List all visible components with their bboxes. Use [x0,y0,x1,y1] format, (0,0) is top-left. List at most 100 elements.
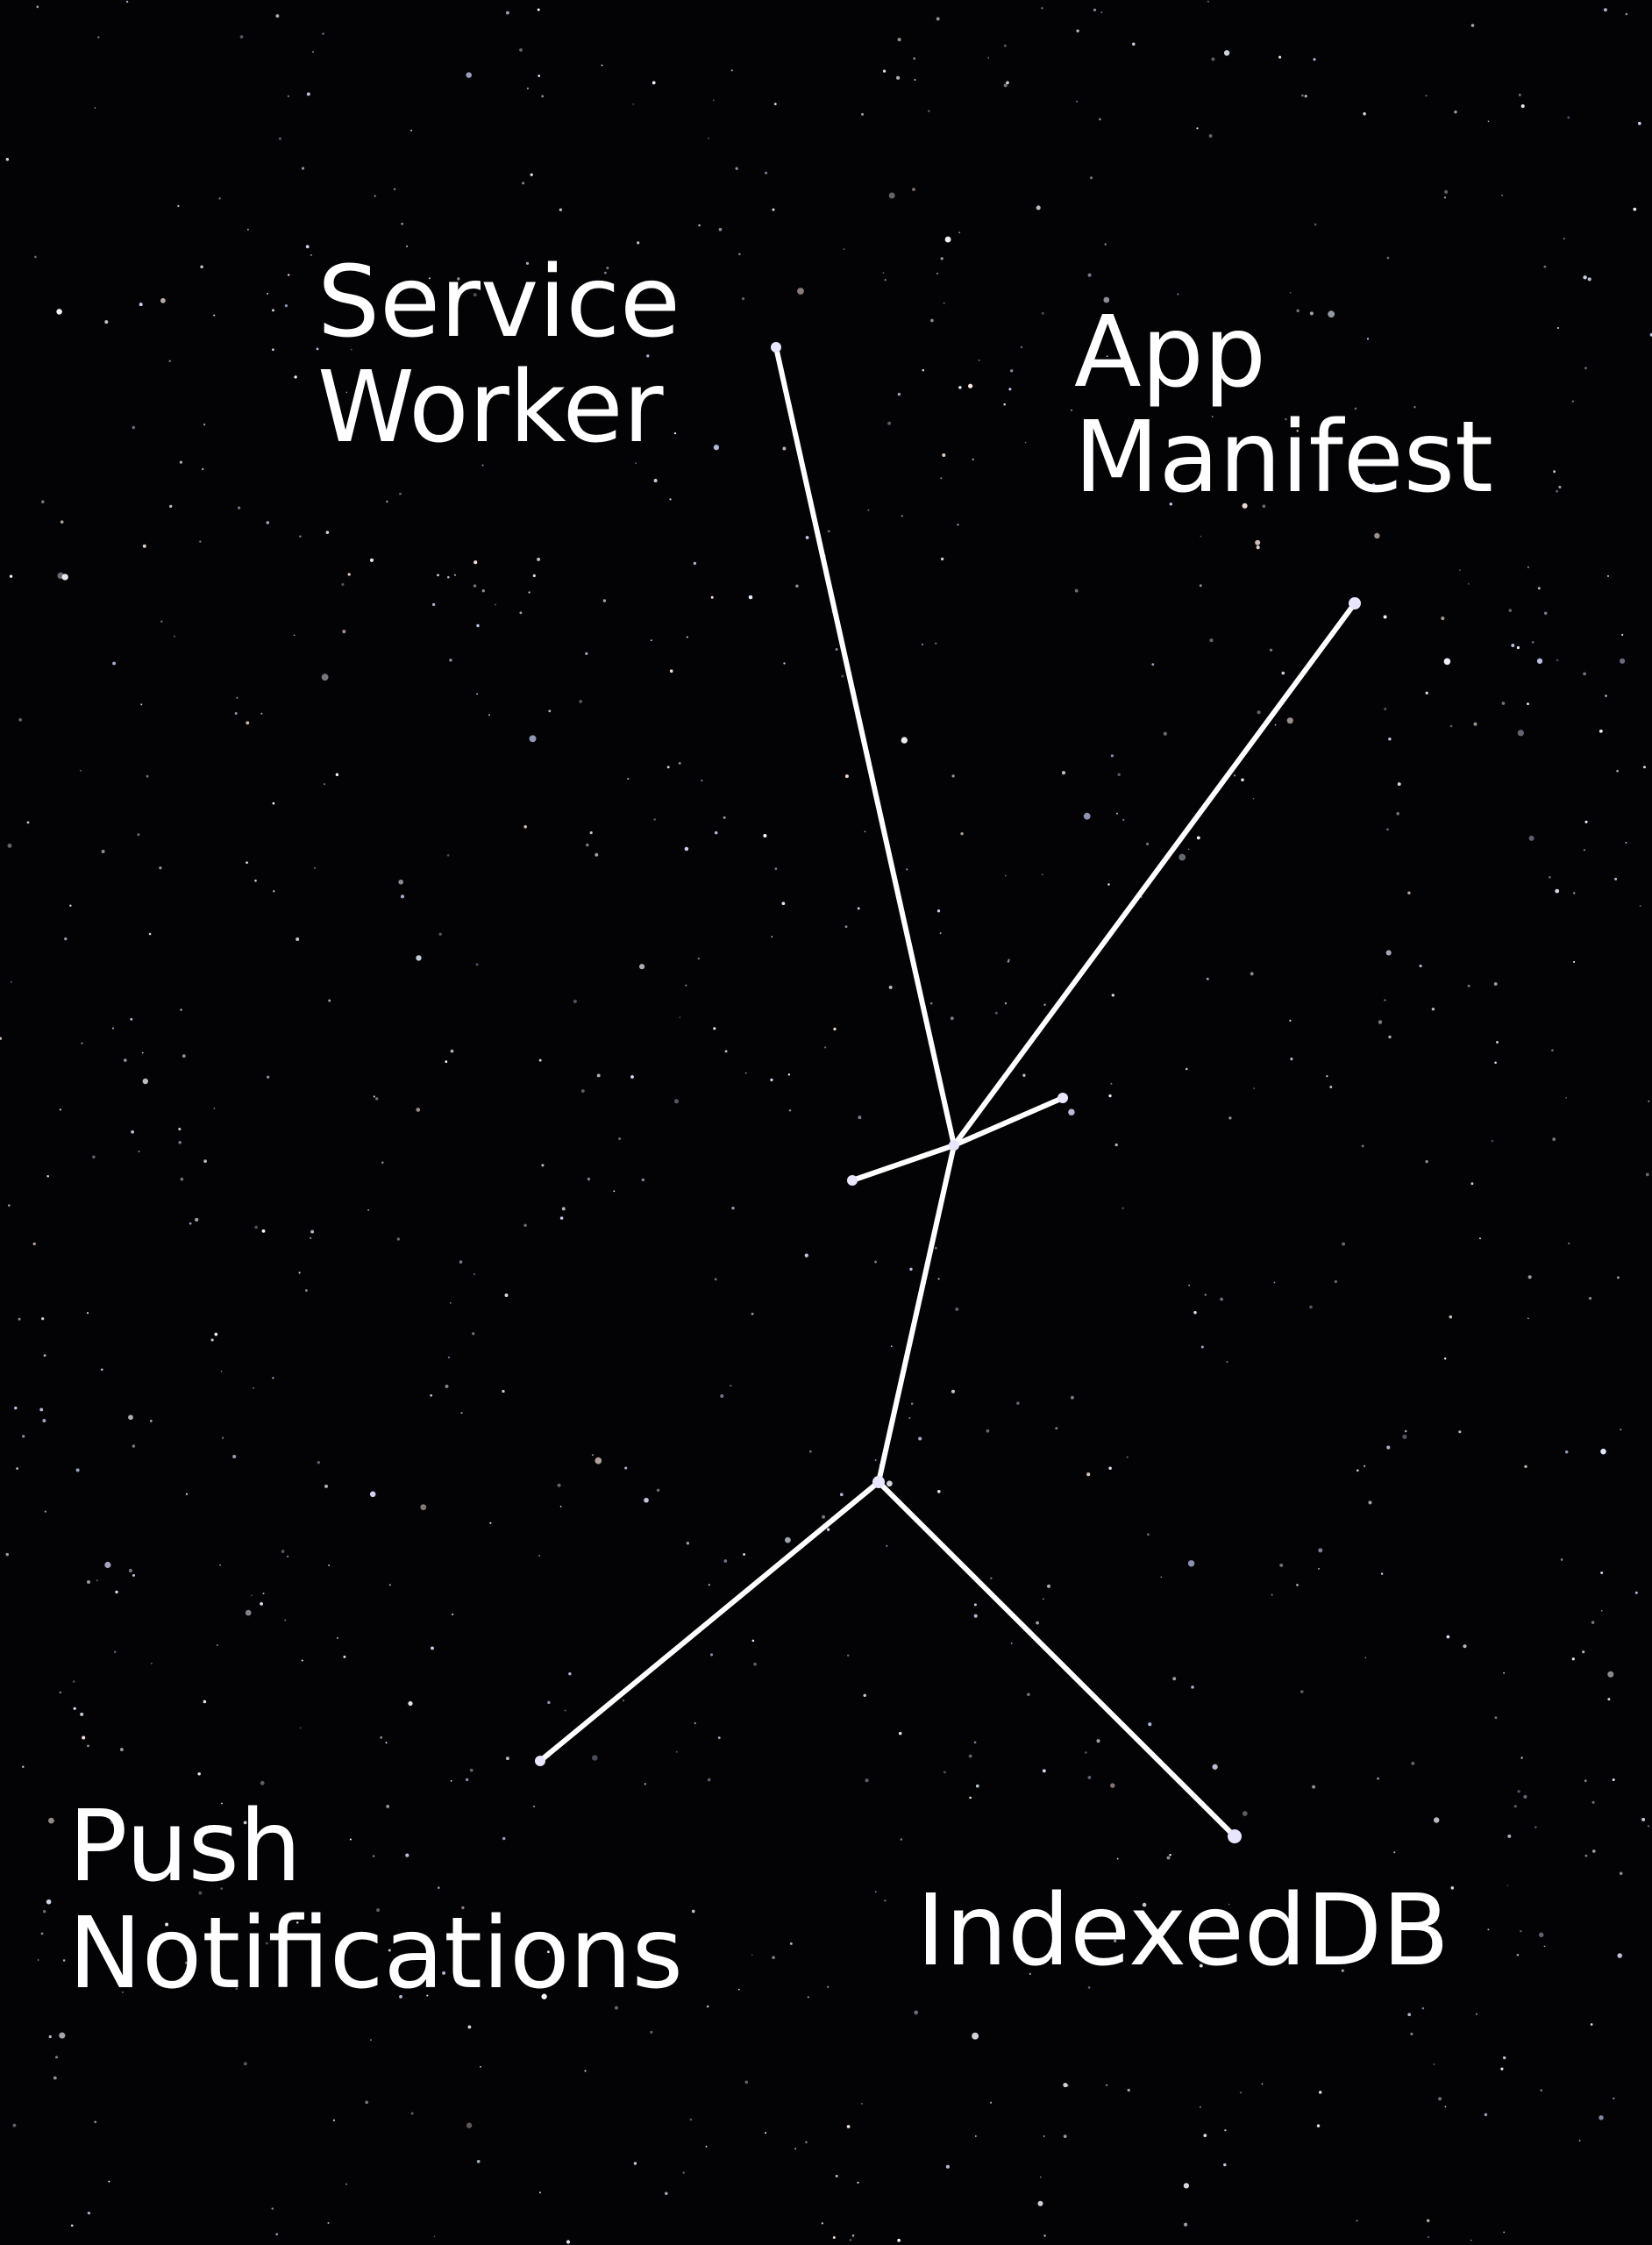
background-star [22,1765,25,1768]
background-star [372,1855,375,1857]
background-star [1384,999,1386,1001]
background-star [262,1593,265,1595]
background-star [753,1662,757,1666]
background-star [890,1345,893,1347]
background-star [327,2221,330,2224]
background-star [717,1736,721,1739]
background-star [744,1072,747,1074]
background-star [1571,400,1575,403]
background-star [1479,1237,1481,1240]
background-star [1022,1073,1026,1077]
background-star [1196,127,1199,130]
background-star [537,8,540,11]
background-star [863,1693,866,1697]
background-star [1046,1584,1051,1588]
background-star [1491,1139,1494,1143]
background-star [1511,644,1515,647]
background-star [1643,766,1646,769]
background-star [1572,892,1576,894]
background-star [294,375,297,379]
background-star [723,816,726,819]
background-star [1407,891,1411,894]
background-star [342,630,346,634]
background-star [1407,2013,1412,2017]
background-star [1211,57,1215,61]
background-star [1281,671,1285,675]
background-star [1004,44,1007,47]
background-star [1540,2089,1542,2092]
background-star [481,589,485,593]
background-star [606,267,609,270]
background-star [41,1317,45,1321]
background-star [254,1225,258,1229]
background-star [1110,1082,1113,1085]
background-star [1356,2220,1358,2222]
background-star [773,103,777,105]
background-star [1106,2084,1108,2086]
background-star [1029,1972,1031,1976]
line-crossbar-left [850,1143,957,1183]
background-star [299,535,302,538]
background-star [650,2030,653,2034]
background-star [79,769,82,772]
background-star [305,245,310,249]
background-star [644,1497,649,1503]
background-star [369,2039,372,2042]
background-star [587,1177,591,1181]
background-star [59,2032,66,2039]
background-star [713,445,720,451]
background-star [375,1097,379,1101]
background-star [1441,616,1445,621]
background-star [1242,1811,1248,1816]
background-star [374,195,376,197]
background-star [1262,504,1266,509]
background-star [738,253,741,255]
background-star [1364,1465,1366,1467]
background-star [596,1073,601,1078]
background-star [1449,1315,1453,1319]
background-star [835,648,838,651]
background-star [46,1175,49,1178]
background-star [1020,346,1023,349]
background-star [1203,2134,1207,2137]
background-star [523,1223,527,1227]
background-star [39,1408,44,1412]
background-star [782,446,787,451]
background-star [260,1780,265,1785]
background-star [343,1655,346,1658]
background-star [639,964,645,970]
background-star [1383,615,1387,619]
background-star [449,659,452,662]
background-star [698,224,701,227]
background-star [864,830,866,833]
background-star [369,558,374,562]
background-star [914,2010,919,2015]
background-star [1536,658,1543,664]
background-star [393,188,396,190]
background-star [87,1744,89,1748]
background-star [1458,1430,1462,1434]
background-star [1269,648,1273,652]
background-star [1085,1751,1087,1754]
background-star [1146,842,1150,846]
background-star [1573,960,1576,963]
background-star [1425,94,1428,97]
background-star [243,2062,247,2066]
background-star [772,208,775,211]
background-star [1309,1305,1313,1309]
background-star [1043,1003,1046,1006]
background-star [972,2032,979,2040]
background-star [1239,2091,1243,2094]
background-star [1223,2163,1227,2167]
background-star [650,639,652,642]
background-star [75,1468,80,1472]
background-star [48,1817,54,1824]
background-star [272,348,274,351]
background-star [341,583,345,586]
background-star [1568,1242,1570,1245]
background-star [82,1735,86,1740]
background-star [1520,103,1525,109]
background-star [399,492,402,495]
background-star [1274,723,1277,726]
background-star [1104,243,1107,246]
